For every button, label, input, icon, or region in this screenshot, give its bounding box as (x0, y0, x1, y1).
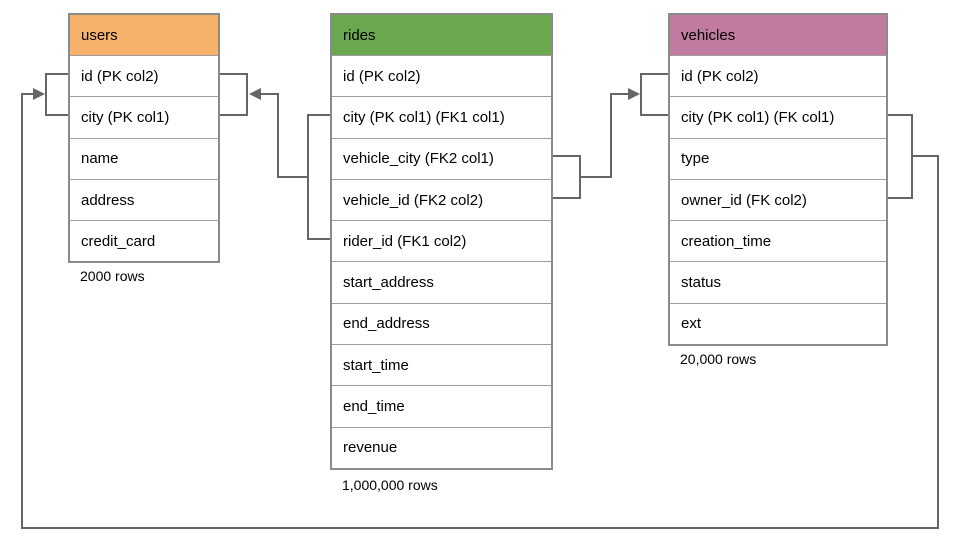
table-users-column-id: id (PK col2) (70, 55, 218, 97)
table-users-column-credit-card: credit_card (70, 220, 218, 262)
table-users-column-name: name (70, 137, 218, 179)
table-rides-column-rider-id: rider_id (FK1 col2) (332, 220, 551, 262)
table-rides-column-end-time: end_time (332, 385, 551, 427)
fk2-arrowhead-icon (628, 88, 640, 100)
table-rides-column-start-address: start_address (332, 261, 551, 303)
table-vehicles-column-id: id (PK col2) (670, 55, 886, 97)
table-vehicles-column-type: type (670, 137, 886, 179)
table-users: users id (PK col2) city (PK col1) name a… (68, 13, 220, 264)
fk1-rides-to-users-connector (219, 73, 331, 240)
table-users-rowcount: 2000 rows (80, 268, 145, 284)
table-rides: rides id (PK col2) city (PK col1) (FK1 c… (330, 13, 553, 470)
table-users-column-address: address (70, 178, 218, 221)
fk2-target-bracket (640, 73, 669, 116)
table-vehicles-column-owner-id: owner_id (FK col2) (670, 178, 886, 221)
table-vehicles: vehicles id (PK col2) city (PK col1) (FK… (668, 13, 888, 347)
table-rides-column-start-time: start_time (332, 344, 551, 386)
fk1-target-bracket (219, 73, 248, 116)
fk3-source-bracket (887, 114, 913, 199)
table-rides-rowcount: 1,000,000 rows (342, 477, 438, 493)
table-vehicles-header: vehicles (670, 15, 886, 55)
table-rides-header: rides (332, 15, 551, 55)
table-rides-column-vehicle-id: vehicle_id (FK2 col2) (332, 178, 551, 221)
fk3-route-line (21, 93, 939, 529)
table-vehicles-column-city: city (PK col1) (FK col1) (670, 96, 886, 138)
table-rides-column-vehicle-city: vehicle_city (FK2 col1) (332, 137, 551, 179)
fk3-arrowhead-icon (33, 88, 45, 100)
table-vehicles-column-creation-time: creation_time (670, 220, 886, 262)
table-vehicles-column-status: status (670, 261, 886, 303)
fk1-arrowhead-icon (249, 88, 261, 100)
fk2-rides-to-vehicles-connector (552, 73, 669, 199)
fk2-route-line (579, 93, 629, 178)
fk3-target-bracket (45, 73, 69, 116)
table-rides-column-revenue: revenue (332, 426, 551, 468)
table-rides-column-id: id (PK col2) (332, 55, 551, 97)
table-vehicles-rowcount: 20,000 rows (680, 351, 757, 367)
fk1-source-bracket (307, 114, 331, 240)
table-rides-column-city: city (PK col1) (FK1 col1) (332, 96, 551, 138)
table-users-header: users (70, 15, 218, 55)
table-vehicles-column-ext: ext (670, 302, 886, 345)
fk3-vehicles-to-users-connector (21, 73, 939, 529)
fk1-route-line (260, 93, 309, 178)
table-rides-column-end-address: end_address (332, 302, 551, 345)
fk2-source-bracket (552, 155, 581, 199)
table-users-column-city: city (PK col1) (70, 96, 218, 138)
